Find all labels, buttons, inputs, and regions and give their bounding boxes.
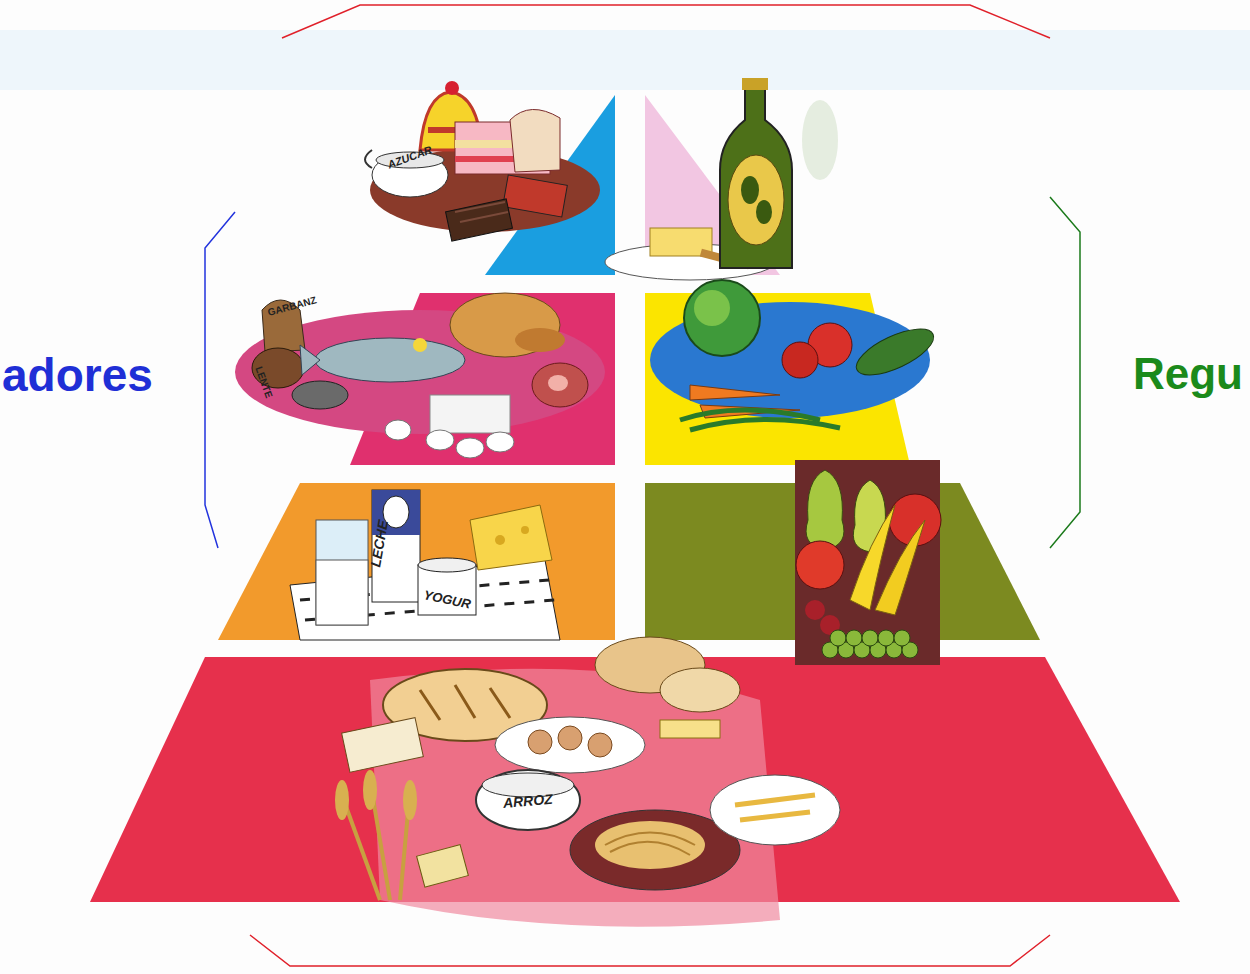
fruits-illustration bbox=[795, 460, 941, 665]
proteins-illustration bbox=[315, 338, 465, 382]
proteins-illustration bbox=[532, 363, 588, 407]
proteins-illustration bbox=[515, 328, 565, 352]
vegetables-illustration bbox=[684, 280, 760, 356]
cereals-illustration bbox=[335, 637, 840, 927]
fruits-illustration bbox=[878, 630, 894, 646]
cereals-illustration bbox=[403, 780, 417, 820]
vegetables-illustration bbox=[650, 280, 940, 430]
left-bracket bbox=[205, 212, 235, 548]
proteins-illustration bbox=[486, 432, 514, 452]
cereals-illustration bbox=[417, 845, 469, 888]
sweets-illustration bbox=[510, 109, 560, 172]
vegetables-illustration bbox=[694, 290, 730, 326]
vegetables-illustration bbox=[782, 342, 818, 378]
cereals-illustration bbox=[335, 770, 417, 820]
top-bracket bbox=[282, 5, 1050, 38]
fats-illustration bbox=[605, 78, 838, 280]
proteins-illustration bbox=[235, 293, 605, 458]
cereals-illustration bbox=[528, 730, 552, 754]
left-bracket bbox=[205, 212, 235, 548]
proteins-illustration bbox=[456, 438, 484, 458]
proteins-illustration bbox=[300, 345, 320, 375]
fruits-illustration bbox=[795, 460, 940, 665]
bottom-bracket bbox=[250, 935, 1050, 966]
cereals-illustration bbox=[476, 770, 580, 830]
fats-illustration bbox=[728, 155, 784, 245]
fruits-illustration bbox=[894, 630, 910, 646]
fruits-illustration bbox=[806, 470, 844, 550]
cereals-illustration bbox=[558, 726, 582, 750]
fruits-illustration bbox=[822, 630, 918, 658]
vegetables-illustration bbox=[850, 320, 940, 385]
cereals-illustration bbox=[595, 821, 705, 869]
proteins-illustration bbox=[548, 375, 568, 391]
sweets-illustration bbox=[445, 81, 459, 95]
sweets-illustration bbox=[365, 81, 600, 241]
cereals-illustration bbox=[495, 717, 645, 773]
dairy-illustration bbox=[521, 526, 529, 534]
vegetables-illustration bbox=[690, 385, 780, 400]
background bbox=[0, 30, 1250, 90]
cereals-illustration bbox=[660, 668, 740, 712]
cereals-illustration bbox=[660, 720, 720, 738]
cereals-illustration bbox=[588, 733, 612, 757]
cereals-illustration bbox=[528, 726, 612, 757]
fruits-illustration bbox=[796, 541, 844, 589]
group-label: adores bbox=[2, 352, 153, 398]
sweets-illustration bbox=[503, 175, 568, 217]
sweets-illustration bbox=[446, 199, 513, 241]
dairy-illustration bbox=[290, 490, 560, 640]
fruits-illustration bbox=[862, 630, 878, 646]
package-label: LENTE bbox=[253, 365, 274, 399]
package-label: LECHE bbox=[368, 519, 390, 568]
cereals-illustration bbox=[710, 775, 840, 845]
pyramid-tiers bbox=[218, 483, 615, 640]
proteins-illustration bbox=[430, 395, 510, 433]
cereals-illustration bbox=[363, 770, 377, 810]
cereals-illustration bbox=[335, 780, 349, 820]
vegetables-illustration bbox=[690, 419, 840, 430]
fats-illustration bbox=[802, 100, 838, 180]
dairy-illustration bbox=[418, 558, 476, 572]
cereals-illustration bbox=[342, 718, 424, 773]
dairy-illustration bbox=[316, 560, 368, 625]
sweets-illustration bbox=[365, 150, 372, 168]
fats-illustration bbox=[720, 85, 792, 268]
fats-illustration bbox=[742, 78, 768, 90]
fats-illustration bbox=[741, 176, 759, 204]
dairy-illustration bbox=[290, 560, 560, 640]
package-label: ARROZ bbox=[502, 792, 553, 810]
fruits-illustration bbox=[875, 520, 925, 615]
package-label: GARBANZ bbox=[267, 295, 318, 318]
right-bracket bbox=[1050, 197, 1080, 548]
dairy-illustration bbox=[470, 505, 552, 570]
dairy-illustration bbox=[495, 535, 505, 545]
fruits-illustration bbox=[805, 600, 825, 620]
package-label: AZUCAR bbox=[386, 144, 433, 170]
proteins-illustration bbox=[292, 381, 348, 409]
right-bracket bbox=[1050, 197, 1080, 548]
background bbox=[0, 30, 1250, 90]
fruits-illustration bbox=[830, 630, 846, 646]
cereals-illustration bbox=[735, 795, 815, 820]
proteins-illustration bbox=[426, 430, 454, 450]
group-label: Regu bbox=[1133, 352, 1243, 396]
dairy-illustration bbox=[316, 520, 368, 625]
bottom-bracket bbox=[250, 935, 1050, 966]
fats-illustration bbox=[756, 200, 772, 224]
proteins-illustration bbox=[413, 338, 427, 352]
proteins-illustration bbox=[385, 420, 411, 440]
sweets-illustration bbox=[455, 202, 508, 222]
top-bracket bbox=[282, 5, 1050, 38]
package-label: YOGUR bbox=[423, 588, 472, 611]
cereals-illustration bbox=[605, 833, 695, 856]
cereals-illustration bbox=[420, 685, 510, 720]
fruits-illustration bbox=[846, 630, 862, 646]
